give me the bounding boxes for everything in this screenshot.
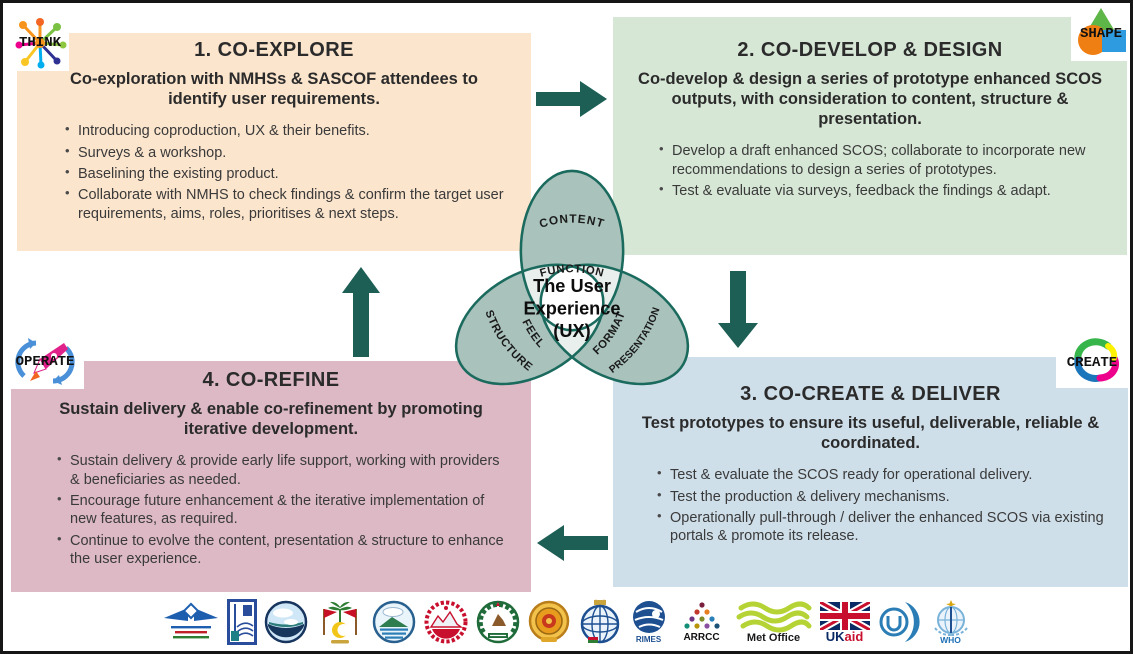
quadrant-title: 1. CO-EXPLORE [194,39,354,61]
quadrant-subtitle: Sustain delivery & enable co-refinement … [59,400,483,439]
bullet-item: Test the production & delivery mechanism… [655,487,1110,506]
crescent-u-logo [877,600,923,644]
quadrant-co-explore: 1. CO-EXPLORE Co-exploration with NMHSs … [17,33,531,251]
shape-badge: SHAPE [1071,6,1130,61]
shape-label: SHAPE [1079,26,1122,42]
arrcc-logo: ARRCC [676,601,728,643]
bullet-item: Sustain delivery & provide early life su… [55,451,511,489]
who-logo: WHO [930,599,972,645]
ux-center-line1: The User [533,276,611,296]
quadrant-co-refine: 4. CO-REFINE Sustain delivery & enable c… [11,361,531,592]
create-label: CREATE [1066,355,1118,371]
quadrant-subtitle: Test prototypes to ensure its useful, de… [641,414,1100,453]
operate-cycle-icon [15,338,75,385]
create-swirl-icon [1074,338,1120,382]
bullet-item: Test & evaluate the SCOS ready for opera… [655,465,1110,484]
bangladesh-met-logo [226,599,257,645]
quadrant-title: 3. CO-CREATE & DELIVER [740,383,1001,405]
petal-label-function: FUNCTION [539,263,605,280]
met-office-logo: Met Office [735,601,813,644]
bullet-list: Test & evaluate the SCOS ready for opera… [655,465,1110,546]
bhutan-hydromet-logo [264,600,308,644]
arrow-refine-to-explore [342,267,380,357]
rimes-label: RIMES [635,635,662,644]
arrow-explore-to-develop [536,81,607,117]
quadrant-subtitle: Co-develop & design a series of prototyp… [638,70,1102,129]
bullet-item: Test & evaluate via surveys, feedback th… [657,181,1107,200]
bullet-item: Introducing coproduction, UX & their ben… [63,121,511,140]
pakistan-met-logo [476,600,520,644]
quadrant-title: 4. CO-REFINE [202,369,340,391]
arrcc-label: ARRCC [683,632,720,643]
quadrant-co-create-deliver: 3. CO-CREATE & DELIVER Test prototypes t… [613,357,1128,587]
union-jack-icon [819,601,870,630]
ux-center-line3: (UX) [553,321,590,341]
bullet-list: Introducing coproduction, UX & their ben… [63,121,511,223]
think-badge: THINK [11,15,69,71]
think-network-icon [15,18,67,69]
quadrant-subtitle: Co-exploration with NMHSs & SASCOF atten… [70,70,478,109]
quadrant-title: 2. CO-DEVELOP & DESIGN [737,39,1003,61]
bullet-item: Continue to evolve the content, presenta… [55,531,511,569]
shape-shapes-icon [1078,8,1126,55]
nepal-government-logo [423,600,469,644]
maldives-met-logo [315,599,365,645]
think-label: THINK [18,35,61,51]
bullet-item: Collaborate with NMHS to check findings … [63,185,511,223]
ukaid-label-aid: aid [844,628,864,644]
india-imd-logo [578,599,622,645]
operate-label: OPERATE [15,354,75,370]
who-label: WHO [940,634,961,645]
quadrant-co-develop-design: 2. CO-DEVELOP & DESIGN Co-develop & desi… [613,17,1127,255]
create-badge: CREATE [1056,338,1128,388]
myanmar-dmh-logo [372,600,416,644]
bullet-item: Surveys & a workshop. [63,143,511,162]
bullet-item: Baselining the existing product. [63,164,511,183]
arrow-develop-to-create [718,271,758,348]
bullet-list: Develop a draft enhanced SCOS; collabora… [657,141,1107,200]
arrow-create-to-refine [537,525,608,561]
ukaid-logo: UKaid [819,601,870,644]
partner-logos-row: RIMES ARRCC Met Office [3,596,1130,648]
bullet-list: Sustain delivery & provide early life su… [55,451,511,569]
bullet-item: Encourage future enhancement & the itera… [55,491,511,529]
operate-badge: OPERATE [6,335,84,389]
met-office-label: Met Office [746,631,801,644]
bullet-item: Operationally pull-through / deliver the… [655,508,1110,546]
rimes-logo: RIMES [629,600,669,644]
svg-text:FUNCTION: FUNCTION [539,263,606,280]
svg-text:CONTENT: CONTENT [537,212,606,231]
petal-label-content: CONTENT [537,212,605,231]
afghanistan-met-logo [162,600,220,644]
ux-center-line2: Experience [523,299,620,319]
srilanka-met-logo [527,600,571,644]
bullet-item: Develop a draft enhanced SCOS; collabora… [657,141,1107,179]
ukaid-label-uk: UK [825,628,845,644]
ux-trefoil-diagram: CONTENT FUNCTION STRUCTURE FEEL PRESENTA… [454,169,690,386]
